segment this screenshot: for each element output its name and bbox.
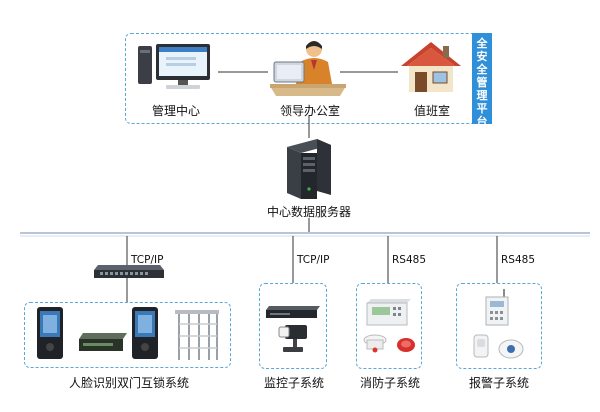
face-access-group-box xyxy=(24,302,231,368)
surveillance-camera-icon xyxy=(278,325,307,352)
face-terminal-icon xyxy=(37,307,63,359)
platform-title-char: 台 xyxy=(476,115,488,128)
platform-title-char: 安 xyxy=(476,50,488,63)
platform-title-char: 全 xyxy=(476,63,488,76)
node-label-duty-room: 值班室 xyxy=(414,104,451,118)
protocol-label-alarm: RS485 xyxy=(501,254,536,266)
platform-title-vertical: 全 安 全 管 理 平 台 xyxy=(472,33,492,128)
office-worker-icon xyxy=(270,41,346,96)
turnstile-gate-icon xyxy=(175,310,219,360)
house-icon xyxy=(401,42,461,92)
subsystem-label-monitoring: 监控子系统 xyxy=(264,376,325,390)
monitoring-group-box xyxy=(259,283,327,369)
node-label-management-center: 管理中心 xyxy=(152,104,201,118)
controller-box-icon xyxy=(79,333,127,351)
fire-control-panel-icon xyxy=(366,299,411,326)
server-label: 中心数据服务器 xyxy=(267,205,352,219)
fire-group-box xyxy=(356,283,422,369)
node-label-leadership-office: 领导办公室 xyxy=(280,104,341,118)
alarm-group-box xyxy=(456,283,542,369)
alarm-host-panel-icon xyxy=(485,289,509,326)
platform-title-char: 平 xyxy=(476,102,488,115)
subsystem-label-face-access: 人脸识别双门互锁系统 xyxy=(69,376,190,390)
platform-title-char: 理 xyxy=(476,89,488,102)
protocol-label-monitoring: TCP/IP xyxy=(297,254,330,266)
network-switch-icon xyxy=(94,265,164,278)
fire-alarm-bell-icon xyxy=(397,338,415,352)
platform-title-char: 全 xyxy=(476,37,488,50)
subsystem-label-fire: 消防子系统 xyxy=(360,376,421,390)
desktop-computer-icon xyxy=(138,44,210,89)
platform-title-char: 管 xyxy=(476,76,488,89)
smoke-detector-icon xyxy=(363,334,387,353)
motion-sensor-icon xyxy=(473,334,489,358)
nvr-recorder-icon xyxy=(266,306,320,318)
server-tower-icon xyxy=(287,139,331,199)
protocol-label-face-access: TCP/IP xyxy=(131,254,164,266)
detector-dome-icon xyxy=(498,339,524,359)
subsystem-label-alarm: 报警子系统 xyxy=(469,376,530,390)
protocol-label-fire: RS485 xyxy=(392,254,427,266)
face-terminal-icon xyxy=(132,307,158,359)
